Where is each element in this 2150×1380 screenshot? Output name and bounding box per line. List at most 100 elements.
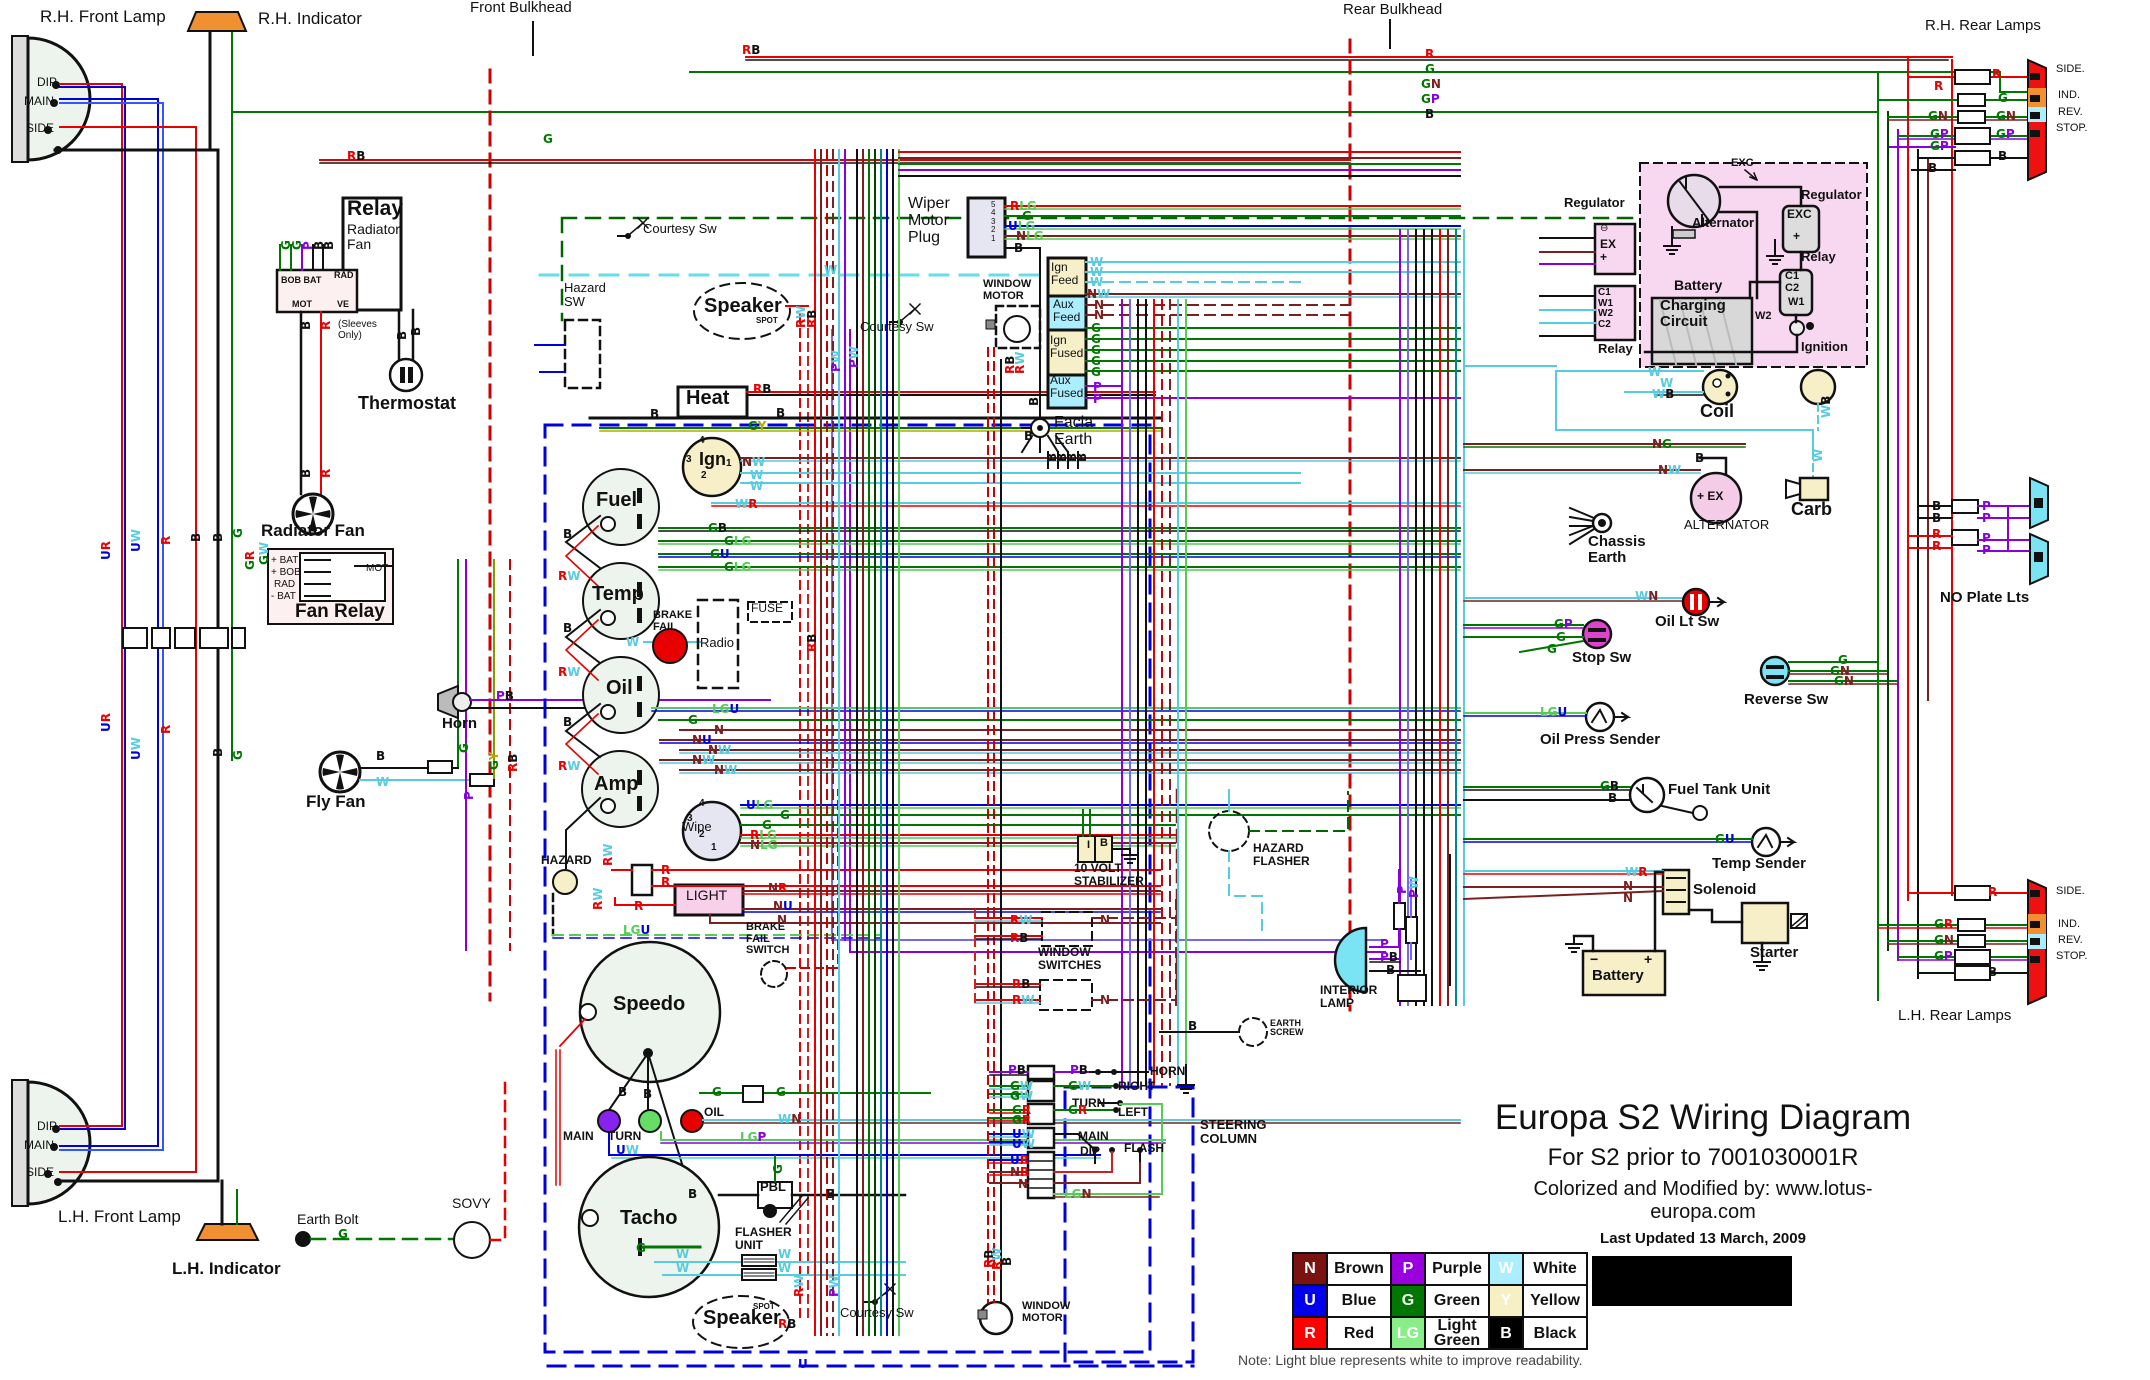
wire-code-G: G xyxy=(748,419,758,433)
wire-label-GP: GP xyxy=(1996,128,2015,140)
wire-label-B: B xyxy=(563,528,572,540)
wire-label-GW: GW xyxy=(257,542,271,565)
wire-code-G: G xyxy=(1012,1113,1022,1127)
wire-code-N: N xyxy=(1843,674,1854,688)
wire-label-RB: RB xyxy=(347,150,365,162)
wire-label-G: G xyxy=(1838,654,1848,666)
wire-code-W: W xyxy=(625,1143,639,1157)
wire-code-B: B xyxy=(506,753,520,763)
wire-code-N: N xyxy=(1081,1187,1092,1201)
wire-label-B: B xyxy=(322,241,336,250)
component-label: Fuel Tank Unit xyxy=(1668,781,1771,798)
component-label: ALTERNATOR xyxy=(1684,517,1770,532)
wire-label-B: B xyxy=(395,331,409,340)
wire-code-B: B xyxy=(1819,395,1833,405)
wire-label-UW: UW xyxy=(1012,1128,1035,1140)
wire-label-WB: WB xyxy=(1819,395,1833,418)
wire-code-N: N xyxy=(1658,463,1669,477)
component-label: HORN xyxy=(1150,1064,1186,1078)
legend-name: Blue xyxy=(1326,1284,1392,1318)
component-label: Relay xyxy=(347,197,404,220)
wire-label-G: G xyxy=(688,714,698,726)
wire-code-R: R xyxy=(742,43,752,57)
diagram-updated: Last Updated 13 March, 2009 xyxy=(1600,1230,1806,1247)
wire-label-B: B xyxy=(1027,397,1041,406)
fly-fan-wires xyxy=(359,559,511,951)
wire-code-R: R xyxy=(159,724,173,734)
wire-label-PW: PW xyxy=(1407,876,1421,898)
wire-code-U: U xyxy=(129,542,143,552)
wire-code-R: R xyxy=(1638,865,1648,879)
component-label: Regulator xyxy=(1564,195,1625,210)
component-label: + xyxy=(1793,229,1801,243)
wire-label-W: W xyxy=(824,264,837,276)
component-label: BOB BAT xyxy=(281,275,322,285)
wire-label-ULG: ULG xyxy=(1008,220,1035,232)
wire-label-RW: RW xyxy=(591,888,605,911)
component-label: 3 xyxy=(687,813,693,824)
wire-code-B: B xyxy=(650,407,660,421)
wire-label-B: B xyxy=(1932,512,1941,524)
wire-label-NW: NW xyxy=(1087,288,1110,300)
wire-code-P: P xyxy=(1093,392,1102,406)
wire-label-G: G xyxy=(1022,210,1032,222)
component-label: HAZARD xyxy=(541,853,592,867)
wire-code-U: U xyxy=(1012,1137,1022,1151)
wire-code-G: G xyxy=(1934,917,1944,931)
mid-harness-bundle xyxy=(1121,299,1187,1086)
component-label: Front Bulkhead xyxy=(470,0,572,16)
legend-name: Purple xyxy=(1424,1252,1490,1286)
wire-label-B: B xyxy=(1932,500,1941,512)
wire-label-NW: NW xyxy=(1658,464,1681,476)
wire-label-B: B xyxy=(1998,150,2007,162)
wire-code-N: N xyxy=(714,763,725,777)
no-plate-lts-group xyxy=(1907,476,2049,586)
interior-lamp-group xyxy=(1333,854,1451,1002)
steering-column-box xyxy=(1063,1085,1195,1364)
reverse-sw-group xyxy=(1759,655,1899,687)
wire-label-GU: GU xyxy=(1715,833,1735,845)
wire-code-W: W xyxy=(778,1261,792,1275)
wire-code-R: R xyxy=(558,759,568,773)
lh-rear-lamp-group xyxy=(1877,878,2047,1006)
wire-label-R: R xyxy=(661,864,670,876)
wire-label-UW: UW xyxy=(129,529,143,552)
wire-label-UW: UW xyxy=(129,737,143,760)
wire-code-B: B xyxy=(1000,1256,1014,1266)
fan-relay-group xyxy=(267,548,394,625)
component-label: W1 xyxy=(1788,296,1805,308)
wire-code-R: R xyxy=(778,881,788,895)
component-label: L.H. Rear Lamps xyxy=(1898,1007,2012,1024)
wire-label-RLG: RLG xyxy=(1010,200,1037,212)
hazard-flasher-group xyxy=(1208,789,1349,936)
wire-label-W: W xyxy=(1090,266,1103,278)
wire-label-GY: GY xyxy=(487,752,501,770)
wire-label-UR: UR xyxy=(99,713,113,732)
wire-code-G: G xyxy=(776,1085,786,1099)
wire-code-N: N xyxy=(692,733,703,747)
wire-label-RB: RB xyxy=(1010,932,1028,944)
wire-label-RW: RW xyxy=(1012,994,1035,1006)
component-label: 2 xyxy=(701,470,707,481)
legend-name: Yellow xyxy=(1522,1284,1588,1318)
wire-code-R: R xyxy=(1019,1153,1029,1167)
component-label: Battery xyxy=(1674,277,1723,293)
wire-code-R: R xyxy=(1010,931,1020,945)
component-label: SIDE. xyxy=(2056,63,2085,75)
wire-label-W: W xyxy=(676,1248,689,1260)
wire-code-B: B xyxy=(299,468,313,478)
wire-code-P: P xyxy=(757,1130,767,1144)
wire-code-W: W xyxy=(1077,1079,1092,1093)
component-label: WINDOW SWITCHES xyxy=(1038,945,1102,972)
wire-code-W: W xyxy=(567,569,581,583)
wire-code-W: W xyxy=(752,455,766,469)
front-harness-wires xyxy=(53,19,2029,1226)
component-label: EX + xyxy=(1600,237,1617,264)
heat-box xyxy=(676,385,749,419)
wire-code-R: R xyxy=(1992,67,2002,81)
component-label: Fuel xyxy=(596,489,638,511)
component-label: Horn xyxy=(442,715,477,732)
wire-code-R: R xyxy=(319,468,333,478)
